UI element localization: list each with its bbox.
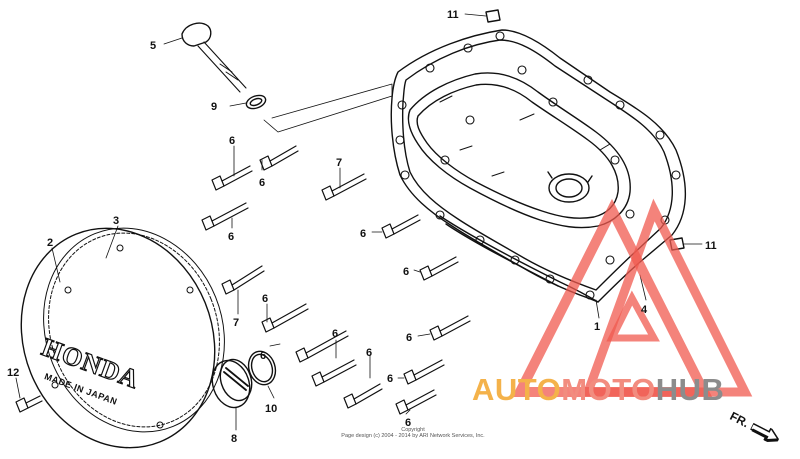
bolt-h: [261, 303, 309, 333]
callout-6: 6: [406, 332, 412, 344]
callout-6: 6: [403, 266, 409, 278]
copyright-line-1: Copyright: [401, 427, 425, 433]
callout-6: 6: [259, 177, 265, 189]
bolts: [15, 145, 471, 415]
dowel-pin-upper: [485, 9, 501, 23]
callout-4: 4: [641, 304, 648, 316]
crankcase-cover: [390, 9, 686, 303]
bolt-b: [259, 145, 299, 171]
bolt-l: [403, 359, 445, 385]
callout-6: 6: [260, 350, 266, 362]
callout-6: 6: [405, 417, 411, 429]
o-ring: [247, 350, 277, 386]
bolt-e: [381, 214, 421, 239]
callout-7: 7: [233, 317, 239, 329]
callout-10: 10: [265, 403, 277, 415]
callout-8: 8: [231, 433, 237, 445]
callout-6: 6: [360, 228, 366, 240]
front-direction-arrow-icon: [749, 422, 780, 443]
watermark-text: AUTOMOTOHUB: [472, 372, 724, 408]
callout-6: 6: [228, 231, 234, 243]
bolt-12: [15, 395, 43, 413]
bolt-j: [429, 315, 471, 341]
copyright-notice: Copyright Page design (c) 2004 - 2014 by…: [318, 427, 508, 439]
cover-brand-logo: HONDA: [38, 332, 144, 394]
callout-7: 7: [336, 157, 342, 169]
callout-6: 6: [262, 293, 268, 305]
bolt-f: [419, 256, 459, 281]
watermark-auto: AUTO: [472, 372, 562, 407]
callout-12: 12: [7, 367, 19, 379]
copyright-line-2: Page design (c) 2004 - 2014 by ARI Netwo…: [341, 433, 485, 439]
outer-clutch-cover: [20, 227, 225, 449]
callout-11-top: 11: [447, 9, 459, 21]
dipstick: [181, 22, 247, 93]
callout-1: 1: [594, 321, 600, 333]
callout-11-right: 11: [705, 240, 717, 252]
callout-6: 6: [229, 135, 235, 147]
bolt-g: [221, 265, 265, 295]
callout-5: 5: [150, 40, 156, 52]
bolt-n: [395, 389, 437, 415]
callout-3: 3: [113, 215, 119, 227]
bolt-m: [343, 383, 383, 409]
callout-6: 6: [366, 347, 372, 359]
bolt-a: [211, 165, 253, 191]
bolt-i: [295, 330, 349, 363]
bolt-c: [321, 173, 367, 201]
leader-lines: [15, 13, 703, 431]
sealing-washer: [245, 94, 267, 110]
callout-2: 2: [47, 237, 53, 249]
bolt-d: [201, 202, 249, 231]
watermark-logo: [511, 198, 753, 397]
bolt-k: [311, 359, 357, 387]
callout-6: 6: [387, 373, 393, 385]
watermark-moto: MOTO: [561, 372, 656, 407]
watermark-hub: HUB: [655, 372, 725, 407]
callout-9: 9: [211, 101, 217, 113]
callout-6: 6: [332, 328, 338, 340]
